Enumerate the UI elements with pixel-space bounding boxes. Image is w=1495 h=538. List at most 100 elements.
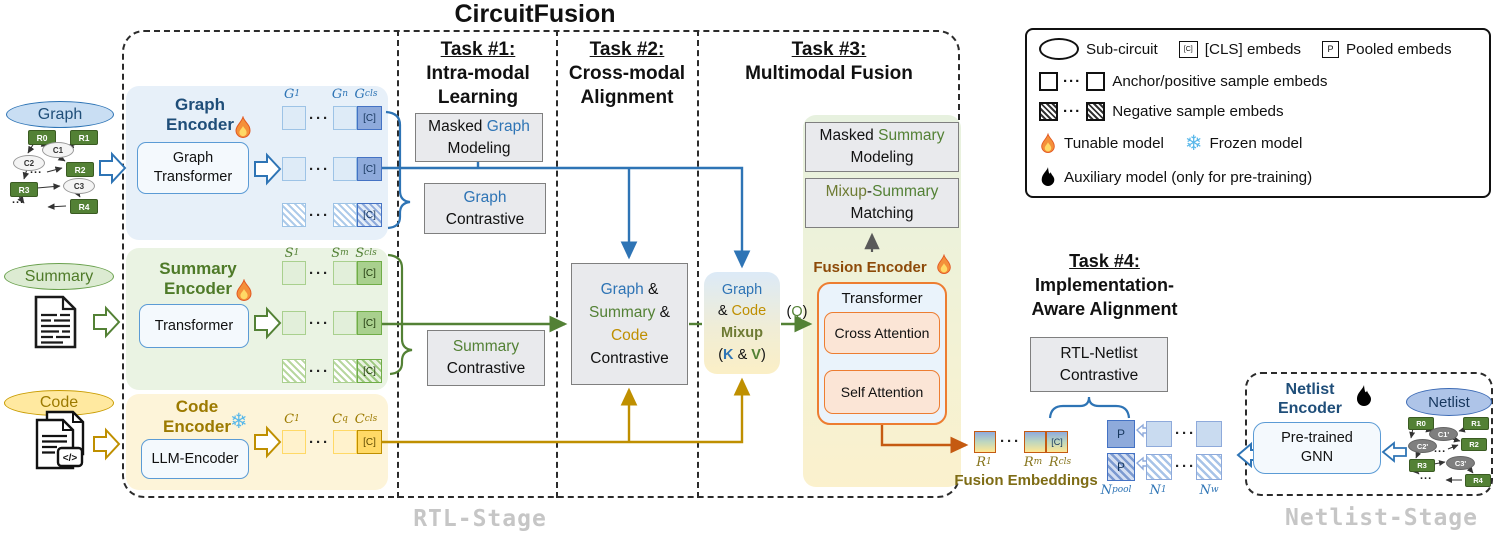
task1-heading: Task #1: Intra-modal Learning — [402, 36, 554, 112]
task1-line2: Learning — [437, 87, 519, 108]
cls-embed-square: [C] — [357, 261, 382, 285]
netlist-stage-label: Netlist-Stage — [1284, 505, 1478, 531]
task2-heading: Task #2: Cross-modal Alignment — [558, 36, 696, 112]
code-input-arrow — [93, 427, 121, 461]
pretrained-gnn-box: Pre-trained GNN — [1253, 422, 1381, 474]
rtl-node-c3: C3 — [63, 178, 95, 194]
black-flame-icon — [1357, 385, 1371, 406]
sub-circuit-icon — [1039, 38, 1079, 60]
ellipsis: ··· — [309, 206, 330, 224]
legend-row-3: ··· Negative sample embeds — [1039, 102, 1477, 121]
cls-embed-square: [C] — [357, 157, 382, 181]
cls-embed-square-hatched: [C] — [357, 203, 382, 227]
fusion-embed-square — [1024, 431, 1046, 453]
gsc-contrastive-box: Graph & Summary & Code Contrastive — [571, 263, 688, 385]
ellipsis: ··· — [309, 314, 330, 332]
rtl-netlist-contrastive-box: RTL-Netlist Contrastive — [1030, 337, 1168, 392]
summary-encoder-title-1: Summary — [159, 259, 237, 278]
ellipsis: ··· — [309, 109, 330, 127]
graph-encoder-title: Graph Encoder — [150, 94, 250, 136]
rtl-node-c2: C2 — [13, 155, 45, 171]
summary-input-arrow — [93, 305, 121, 339]
masked-graph-modeling-box: Masked Graph Modeling — [415, 113, 543, 162]
netlist-stage-container — [1245, 372, 1493, 496]
embed-square — [282, 430, 306, 454]
netlist-node-r0: R0 — [1408, 417, 1434, 430]
task3-title: Task #3: — [791, 39, 867, 60]
embed-square — [282, 157, 306, 181]
fusion-embeddings-label: Fusion Embeddings — [954, 471, 1098, 489]
black-flame-icon — [1041, 167, 1055, 186]
rtl-node-r2: R2 — [66, 162, 94, 177]
ellipsis: ··· — [309, 433, 330, 451]
cls-embed-icon: [C] — [1178, 40, 1198, 58]
ellipsis: ··· — [1175, 458, 1196, 475]
graph-code-mixup-box: Graph & Code Mixup (K & V) — [704, 272, 780, 374]
task4-brace — [1048, 396, 1131, 419]
rtl-graph-dots1: ... — [30, 164, 43, 176]
netlist-embed-square-hatched — [1196, 454, 1222, 480]
embed-square — [333, 430, 357, 454]
ellipsis: ··· — [1063, 103, 1082, 120]
summary-encoder-title-2: Encoder — [163, 279, 233, 298]
legend-frozen-label: Frozen model — [1209, 135, 1303, 152]
ellipsis: ··· — [1175, 425, 1196, 442]
embed-square — [282, 106, 306, 130]
rtl-node-r4: R4 — [70, 199, 98, 214]
summary-transformer-label: Transformer — [154, 317, 234, 334]
fusion-encoder-label: Fusion Encoder — [813, 258, 927, 276]
legend-auxiliary-label: Auxiliary model (only for pre-training) — [1064, 168, 1313, 186]
legend-row-2: ··· Anchor/positive sample embeds — [1039, 71, 1477, 91]
embed-square — [282, 261, 306, 285]
legend-cls-embeds-label: [CLS] embeds — [1204, 40, 1301, 58]
summary-contrastive-box: Summary Contrastive — [427, 330, 545, 386]
pooled-embed-icon: P — [1322, 40, 1339, 58]
netlist-embed-square — [1146, 421, 1172, 447]
task3-heading: Task #3: Multimodal Fusion — [700, 36, 958, 88]
netlist-embed-square-hatched — [1146, 454, 1172, 480]
code-encoder-title-1: Code — [175, 397, 219, 416]
ellipsis: ··· — [309, 264, 330, 282]
embed-square — [333, 157, 357, 181]
netlist-node-r1: R1 — [1463, 417, 1489, 430]
embed-square-hatched — [333, 359, 357, 383]
graph-input-ellipse: Graph — [6, 101, 114, 128]
legend-row-1: Sub-circuit [C] [CLS] embeds P Pooled em… — [1039, 38, 1477, 60]
code-tag-glyph: </> — [63, 453, 78, 464]
code-emb-row: ···[C] — [282, 430, 382, 454]
separator-task1 — [397, 30, 399, 498]
flame-icon — [235, 116, 251, 138]
code-input-label: Code — [39, 394, 79, 411]
ellipsis: ··· — [309, 160, 330, 178]
summary-input-ellipse: Summary — [4, 263, 114, 290]
task4-line1: Implementation- — [1034, 275, 1174, 295]
graph-input-label: Graph — [37, 105, 83, 123]
rtl-stage-label: RTL-Stage — [413, 506, 547, 532]
snowflake-icon: ❄ — [1184, 132, 1203, 155]
snowflake-icon: ❄ — [230, 410, 248, 433]
task4-line2: Aware Alignment — [1031, 299, 1178, 319]
netlist-input-ellipse: Netlist — [1406, 388, 1492, 416]
summary-input-label: Summary — [24, 267, 94, 285]
legend: Sub-circuit [C] [CLS] embeds P Pooled em… — [1025, 28, 1491, 198]
figure-title: CircuitFusion — [454, 0, 616, 28]
masked-graph-line2: Modeling — [447, 139, 511, 157]
flame-icon — [1041, 132, 1055, 153]
summary-emb-row-negative: ···[C] — [282, 359, 382, 383]
mixup-summary-matching-box: Mixup-Summary Matching — [805, 178, 959, 228]
embed-square-hatched — [282, 203, 306, 227]
q-label: (Q) — [786, 304, 808, 320]
graph-encoder-title-2: Encoder — [165, 115, 235, 134]
graph-transformer-label: Graph Transformer — [153, 150, 233, 185]
rtl-node-r1: R1 — [70, 130, 98, 145]
task2-line2: Alignment — [580, 87, 674, 108]
legend-row-4: Tunable model ❄ Frozen model — [1039, 132, 1477, 155]
task3-line1: Multimodal Fusion — [745, 63, 913, 84]
task2-line1: Cross-modal — [568, 63, 686, 84]
negative-sample-icon — [1039, 102, 1058, 121]
graph-emb-row-positive: ··· [C] — [282, 157, 382, 181]
